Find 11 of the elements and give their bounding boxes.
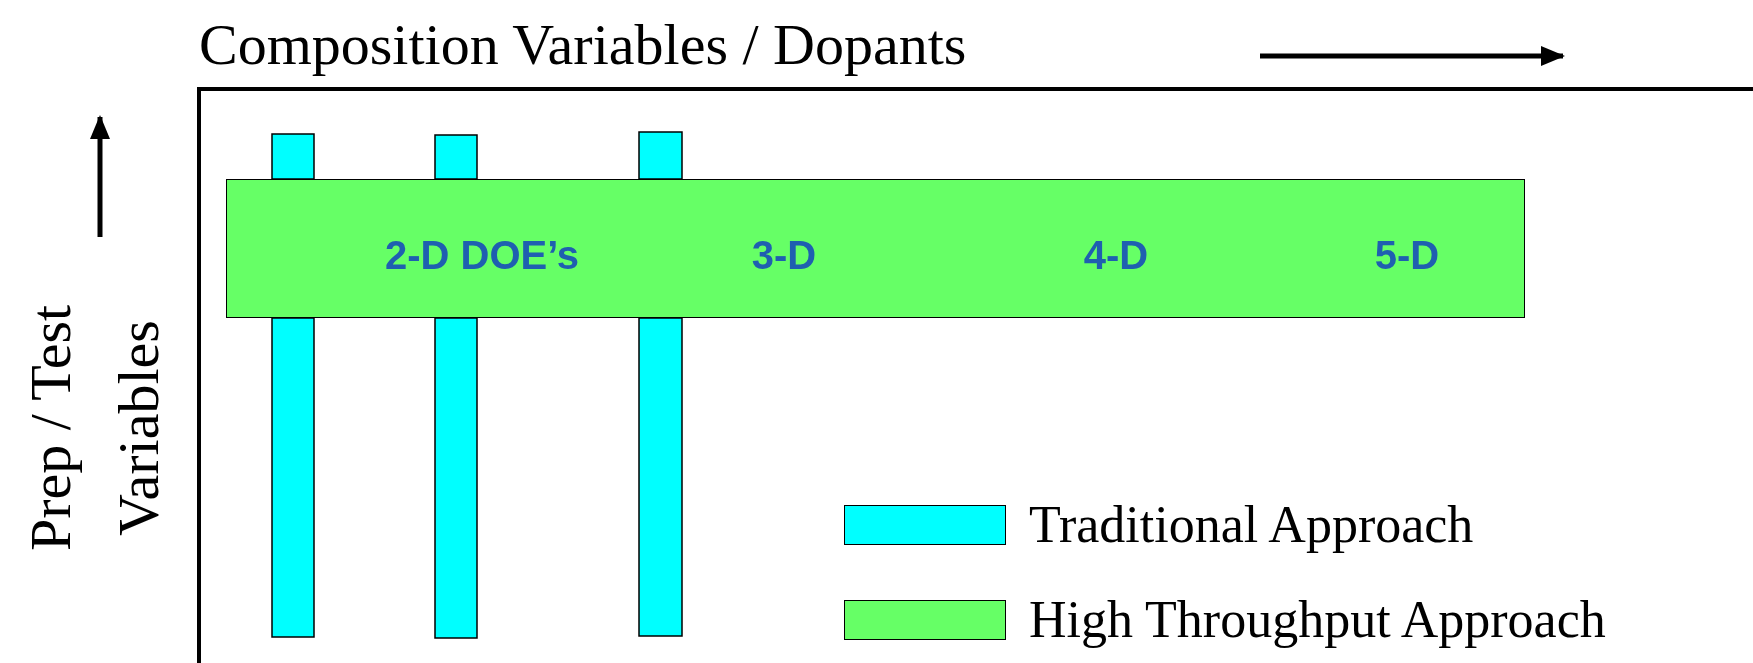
- dimension-label: 3-D: [751, 232, 817, 278]
- dimension-label: 4-D: [1083, 232, 1149, 278]
- legend-label: Traditional Approach: [1029, 499, 1474, 551]
- legend-label: High Throughput Approach: [1029, 594, 1606, 646]
- dimension-label: 5-D: [1374, 232, 1440, 278]
- vertical-bar: [638, 131, 683, 637]
- horizontal-band: [226, 179, 1525, 318]
- vertical-bar: [271, 133, 315, 638]
- axis-title: Composition Variables / Dopants: [199, 16, 967, 74]
- axis-title: Prep / Test Variables: [17, 303, 172, 554]
- dimension-label: 2-D DOE’s: [384, 232, 580, 278]
